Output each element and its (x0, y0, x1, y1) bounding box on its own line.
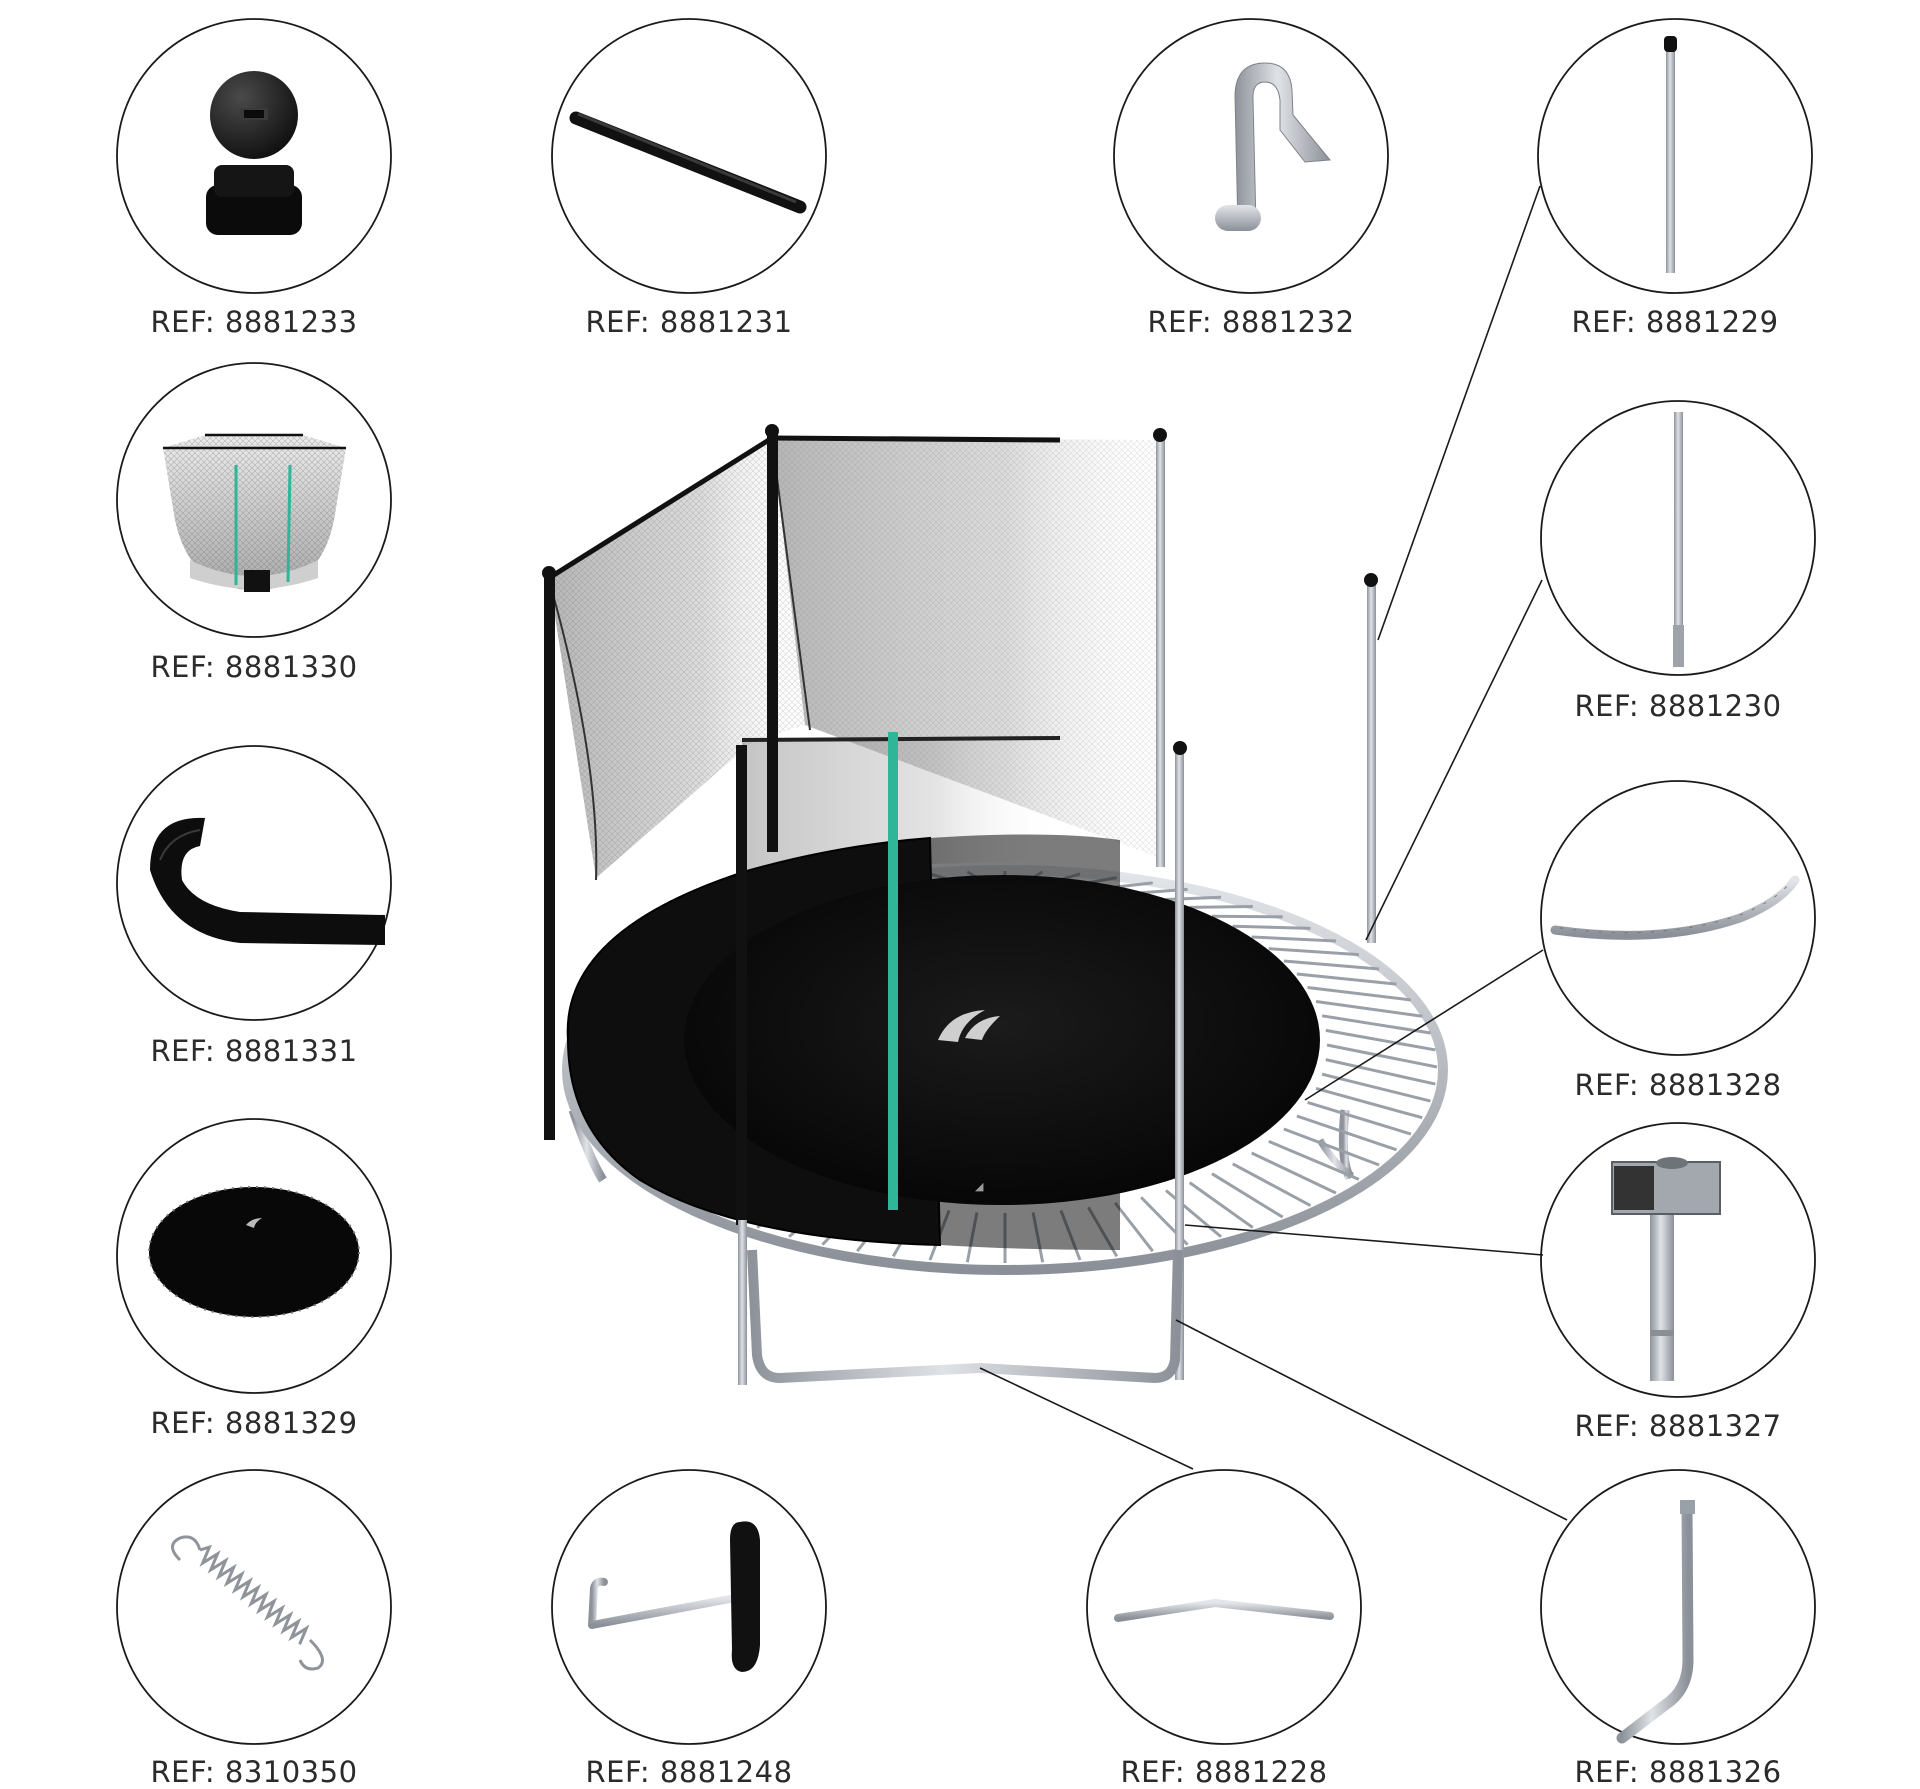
net-rope-front (741, 736, 1061, 742)
spring-coil (1251, 1151, 1337, 1195)
pole-cap (1364, 573, 1378, 587)
pole-back-right (1156, 437, 1165, 867)
ref-label-foam-sleeve: REF: 8881231 (585, 305, 793, 339)
circle-jumping-mat (116, 1118, 392, 1394)
spring-coil (1321, 1014, 1431, 1035)
pole-cap (1173, 741, 1187, 755)
ref-label-net-clip: REF: 8881232 (1147, 305, 1355, 339)
leader-lines (979, 185, 1568, 1521)
net-rope-top (771, 435, 1061, 443)
circle-foam-sleeve (551, 18, 827, 294)
circle-t-connector (1540, 1122, 1816, 1398)
spring-coil (1268, 1139, 1360, 1181)
spring-coil (1283, 1127, 1380, 1167)
mat-logo (938, 1010, 1000, 1042)
spring-coil (1325, 1058, 1436, 1086)
mat-brand-mark: ◢ (975, 1180, 984, 1193)
spring-coil (1231, 1162, 1312, 1207)
spring-coil (1188, 1181, 1254, 1229)
ref-label-upper-pole: REF: 8881229 (1571, 305, 1779, 339)
ref-label-spring-tool: REF: 8881248 (585, 1755, 793, 1789)
circle-post-cap (116, 18, 392, 294)
net-panel-back-mesh (772, 438, 1165, 860)
circle-lower-pole (1540, 400, 1816, 676)
ref-label-lower-pole: REF: 8881230 (1574, 689, 1782, 723)
frame-tube-image (1550, 875, 1800, 940)
pole-back-left (767, 432, 778, 852)
pole-cap (1153, 428, 1167, 442)
spring-coil (1114, 881, 1153, 889)
circle-base-bar (1086, 1469, 1362, 1745)
ref-label-jumping-mat: REF: 8881329 (150, 1406, 358, 1440)
ref-label-t-connector: REF: 8881327 (1574, 1409, 1782, 1443)
padding-segment-image (150, 817, 385, 945)
net-zipper-stripe (888, 732, 898, 1210)
base-bar-image (1114, 1598, 1334, 1622)
circle-padding-segment (116, 745, 392, 1021)
spring-image (171, 1535, 324, 1671)
spring-coil (1251, 935, 1337, 943)
spring-coil (1268, 947, 1359, 957)
spring-coil (1315, 1087, 1423, 1120)
safety-net-image (163, 433, 346, 592)
net-rope-side (548, 579, 598, 881)
circle-spring (116, 1469, 392, 1745)
circle-leg (1540, 1469, 1816, 1745)
net-rope-left (547, 435, 774, 581)
t-connector-image (1611, 1157, 1721, 1381)
pole-front-mid (736, 745, 747, 1225)
pole-cap (542, 566, 556, 580)
lower-pole-image (1673, 412, 1684, 667)
spring-coil (1325, 1028, 1436, 1052)
spring-coil (1307, 1101, 1412, 1136)
ref-label-safety-net: REF: 8881330 (150, 650, 358, 684)
spring-coil (1189, 904, 1253, 909)
circle-net-clip (1113, 18, 1389, 294)
part-circles (116, 18, 1816, 1745)
main-trampoline: ◢ (542, 424, 1448, 1385)
pole-cap (765, 424, 779, 438)
circle-upper-pole (1537, 18, 1813, 294)
pole-right (1367, 583, 1376, 943)
ref-label-padding-segment: REF: 8881331 (150, 1034, 358, 1068)
spring-coil (1315, 1000, 1423, 1018)
spring-coil (1307, 986, 1412, 1002)
upper-pole-image (1664, 36, 1677, 273)
jumping-mat-image (148, 1186, 360, 1318)
pole-front-left (544, 575, 555, 1140)
circle-frame-tube (1540, 780, 1816, 1056)
leg-image (1616, 1500, 1695, 1744)
ref-label-frame-tube: REF: 8881328 (1574, 1068, 1782, 1102)
spring-coil (1283, 959, 1380, 971)
circle-spring-tool (551, 1469, 827, 1745)
spring-tool-image (588, 1521, 760, 1672)
spring-coil (1326, 1043, 1438, 1069)
net-panel-left-mesh (549, 438, 805, 878)
foam-sleeve-image (569, 111, 807, 214)
net-clip-image (1215, 62, 1331, 231)
circle-safety-net (116, 362, 392, 638)
pole-front-mid-metal (738, 1220, 747, 1385)
spring-coil (1296, 972, 1397, 986)
pole-front-right (1175, 750, 1184, 1380)
spring-coil (1232, 924, 1311, 930)
ref-label-spring: REF: 8310350 (150, 1755, 358, 1789)
ref-label-base-bar: REF: 8881228 (1120, 1755, 1328, 1789)
ref-label-leg: REF: 8881326 (1574, 1755, 1782, 1789)
ref-label-post-cap: REF: 8881233 (150, 305, 358, 339)
spring-coil (1296, 1114, 1398, 1152)
spring-coil (1165, 895, 1222, 902)
post-cap-image (206, 71, 302, 235)
jumping-mat (684, 875, 1320, 1205)
spring-coil (1211, 914, 1283, 919)
spring-coil (1211, 1172, 1284, 1219)
spring-coil (1113, 1201, 1154, 1253)
